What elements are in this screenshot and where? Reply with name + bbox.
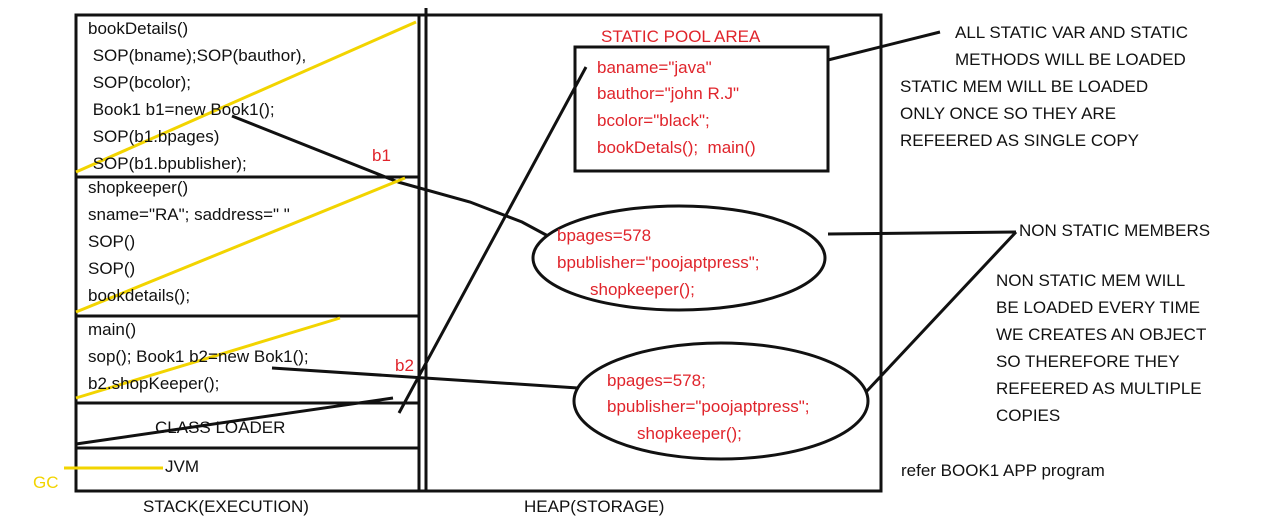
stack-label: STACK(EXECUTION)	[143, 497, 309, 516]
object-b2-ellipse	[572, 341, 870, 461]
popped-frame-strike	[75, 20, 417, 174]
class-loader-label: CLASS LOADER	[155, 418, 286, 437]
jvm-label: JVM	[165, 457, 199, 476]
static-note-pointer	[827, 30, 941, 62]
static-note-line: ONLY ONCE SO THEY ARE	[900, 104, 1117, 123]
object-b2-field: shopkeeper();	[637, 424, 742, 443]
stack-line: main()	[88, 320, 137, 339]
class-loader-line	[75, 396, 394, 446]
stack-line: b2.shopKeeper();	[88, 374, 220, 393]
stack-line: SOP()	[88, 232, 136, 251]
stack-line: SOP(bname);SOP(bauthor),	[88, 46, 307, 65]
static-pool-title: STATIC POOL AREA	[601, 27, 761, 46]
stack-line: sop(); Book1 b2=new Bok1();	[88, 347, 309, 366]
b1-reference-line	[397, 180, 549, 238]
object-ref-b1: b1	[372, 146, 391, 165]
non-static-note-line: NON STATIC MEM WILL	[996, 271, 1186, 290]
static-pool-line: bookDetals(); main()	[597, 138, 756, 157]
non-static-pointer-bottom	[864, 230, 1018, 394]
object-b2-field: bpublisher="poojaptpress";	[607, 397, 810, 416]
object-b1-field: bpublisher="poojaptpress";	[557, 253, 760, 272]
popped-frame-strike	[75, 316, 341, 400]
stack-line: SOP(b1.bpublisher);	[88, 154, 247, 173]
static-pool-box	[573, 45, 830, 173]
stack-line: SOP(b1.bpages)	[88, 127, 220, 146]
non-static-note-line: BE LOADED EVERY TIME	[996, 298, 1201, 317]
stack-line: bookdetails();	[88, 286, 191, 305]
b2-reference-line	[271, 366, 579, 390]
stack-line: shopkeeper()	[88, 178, 189, 197]
heap-box	[417, 13, 883, 493]
static-pool-line: baname="java"	[597, 58, 712, 77]
stack-line: SOP(bcolor);	[88, 73, 191, 92]
object-b2-field: bpages=578;	[607, 371, 706, 390]
non-static-title: NON STATIC MEMBERS	[1019, 221, 1211, 240]
gc-label: GC	[33, 473, 59, 492]
object-b1-field: shopkeeper();	[590, 280, 695, 299]
non-static-note-line: SO THEREFORE THEY	[996, 352, 1180, 371]
object-ref-b2: b2	[395, 356, 414, 375]
non-static-note-line: WE CREATES AN OBJECT	[996, 325, 1207, 344]
b1-reference-line	[231, 114, 399, 184]
stack-line: bookDetails()	[88, 19, 189, 38]
non-static-note-line: REFEERED AS MULTIPLE	[996, 379, 1202, 398]
popped-frame-strike	[75, 176, 406, 314]
static-load-line	[397, 66, 588, 414]
static-note-line: METHODS WILL BE LOADED	[955, 50, 1186, 69]
stack-line: SOP()	[88, 259, 136, 278]
static-pool-line: bauthor="john R.J"	[597, 84, 740, 103]
object-b1-field: bpages=578	[557, 226, 652, 245]
non-static-note-line: COPIES	[996, 406, 1061, 425]
static-note-line: STATIC MEM WILL BE LOADED	[900, 77, 1149, 96]
stack-line: sname="RA"; saddress=" "	[88, 205, 290, 224]
static-note-line: REFEERED AS SINGLE COPY	[900, 131, 1140, 150]
stack-line: Book1 b1=new Book1();	[88, 100, 275, 119]
refer-note: refer BOOK1 APP program	[901, 461, 1105, 480]
object-b1-ellipse	[531, 204, 827, 312]
static-pool-line: bcolor="black";	[597, 111, 710, 130]
heap-label: HEAP(STORAGE)	[524, 497, 665, 516]
static-note-line: ALL STATIC VAR AND STATIC	[955, 23, 1189, 42]
non-static-pointer-top	[827, 230, 1017, 236]
